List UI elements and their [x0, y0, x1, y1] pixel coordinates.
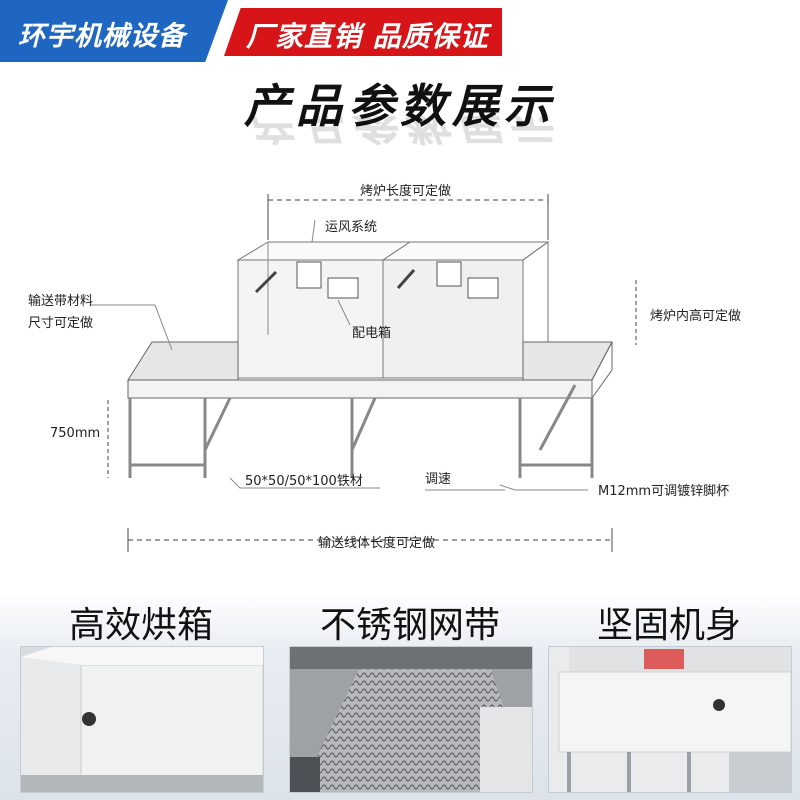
- height-750-label: 750mm: [50, 426, 101, 441]
- feature-card-mesh-belt: 不锈钢网带: [279, 590, 541, 800]
- foot-leader: [499, 484, 588, 491]
- oven-photo: [20, 646, 264, 793]
- oven-photo-drawing: [21, 647, 263, 792]
- feature-card-oven: 高效烘箱: [10, 590, 272, 800]
- frame-photo-drawing: [549, 647, 791, 792]
- fan-leader: [311, 219, 316, 243]
- box-leader: [337, 299, 351, 326]
- slogan-text: 厂家直销 品质保证: [246, 20, 489, 53]
- machine-drawing: [90, 194, 637, 552]
- mesh-belt-drawing: [290, 647, 532, 792]
- machine-diagram: 烤炉长度可定做 运风系统 输送带材料 尺寸可定做 配电箱 烤炉内高可定做 750…: [0, 160, 800, 580]
- belt-leader: [90, 304, 173, 351]
- page-title: 产品参数展示: [244, 79, 556, 133]
- brand-banner: 环宇机械设备: [0, 0, 228, 62]
- feature-card-frame: 坚固机身: [538, 590, 800, 800]
- fan-system-label: 运风系统: [325, 220, 378, 235]
- brand-name: 环宇机械设备: [18, 21, 186, 52]
- electric-box-label: 配电箱: [352, 326, 392, 341]
- feature-title: 坚固机身: [596, 605, 741, 646]
- line-length-label: 输送线体长度可定做: [318, 536, 436, 551]
- foot-cup-label: M12mm可调镀锌脚杯: [598, 484, 730, 499]
- belt-material-label: 输送带材料: [28, 294, 94, 309]
- page-title-reflection: 产品参数展示: [244, 116, 556, 149]
- belt-size-label: 尺寸可定做: [28, 316, 94, 331]
- conveyor-bed: [127, 341, 613, 399]
- oven-height-label: 烤炉内高可定做: [650, 309, 742, 324]
- frame-leader: [229, 477, 380, 489]
- mesh-belt-photo: [289, 646, 533, 793]
- feature-title: 高效烘箱: [68, 605, 213, 646]
- speed-label: 调速: [425, 472, 452, 487]
- frame-photo: [548, 646, 792, 793]
- oven-body: [236, 241, 550, 379]
- oven-length-label: 烤炉长度可定做: [360, 184, 452, 199]
- frame-material-label: 50*50/50*100铁材: [245, 474, 363, 489]
- feature-title: 不锈钢网带: [319, 605, 500, 646]
- slogan-banner: 厂家直销 品质保证: [224, 8, 502, 56]
- support-frame: [128, 384, 594, 478]
